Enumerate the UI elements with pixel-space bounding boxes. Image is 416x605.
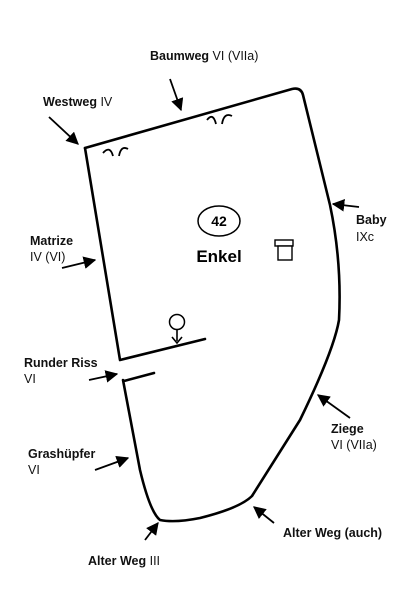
- label-baumweg: Baumweg VI (VIIa): [150, 49, 258, 63]
- label-baby-grade: IXc: [356, 230, 374, 244]
- label-ziege-name: Ziege: [331, 422, 364, 436]
- label-westweg: Westweg IV: [43, 95, 113, 109]
- arrow-matrize: [61, 256, 97, 269]
- summit-mark-left: [102, 147, 129, 157]
- arrow-baby: [331, 199, 360, 212]
- label-alterweg: Alter Weg III: [88, 554, 160, 568]
- rock-outline-left: [83, 146, 207, 362]
- summit-mark-right: [206, 114, 233, 125]
- label-baby-name: Baby: [356, 213, 387, 227]
- anchor-box-icon: [274, 239, 294, 261]
- arrow-alterauch: [253, 506, 275, 524]
- block-number-ellipse: [197, 205, 241, 237]
- arrow-westweg: [48, 116, 79, 145]
- arrow-grashupfer: [94, 455, 130, 471]
- label-matrize-grade: IV (VI): [30, 250, 65, 264]
- label-ziege-grade: VI (VIIa): [331, 438, 377, 452]
- label-runder-grade: VI: [24, 372, 36, 386]
- arrow-ziege: [316, 394, 351, 419]
- label-grashupfer-grade: VI: [28, 463, 40, 477]
- arrow-baumweg: [169, 78, 184, 112]
- label-runder-name: Runder Riss: [24, 356, 98, 370]
- label-alterauch: Alter Weg (auch): [283, 526, 382, 540]
- block-number: 42: [211, 213, 227, 229]
- arrow-runder: [88, 370, 119, 383]
- rock-outline-main: [83, 87, 341, 523]
- label-matrize-name: Matrize: [30, 234, 73, 248]
- ring-bolt-icon: [168, 313, 186, 345]
- label-grashupfer-name: Grashüpfer: [28, 447, 96, 461]
- block-name: Enkel: [196, 247, 241, 266]
- arrow-alterweg: [144, 521, 159, 541]
